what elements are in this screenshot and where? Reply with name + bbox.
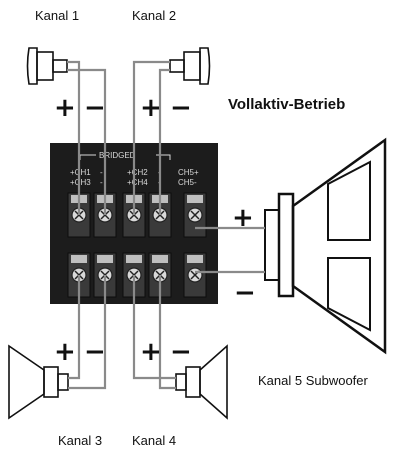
label-kanal2: Kanal 2	[132, 8, 177, 23]
wire-ch1-minus	[67, 68, 107, 215]
plus-ch1: +	[54, 93, 76, 123]
ch5-minus-label: CH5-	[178, 178, 197, 187]
wire-ch3-plus	[68, 275, 81, 380]
minus-ch1: −	[84, 93, 106, 123]
minus-ch4: −	[170, 337, 192, 367]
label-kanal1: Kanal 1	[35, 8, 80, 23]
ch2-plus-label: +CH2	[127, 168, 148, 177]
wire-ch1-plus	[67, 60, 81, 215]
ch1-plus-label: +CH1	[70, 168, 91, 177]
ch3-plus-label: +CH3	[70, 178, 91, 187]
screw-terminal	[183, 252, 207, 298]
wire-ch3-minus	[68, 275, 107, 390]
page-title: Vollaktiv-Betrieb	[228, 96, 346, 113]
speaker-kanal4	[175, 344, 228, 420]
minus-ch2: −	[170, 93, 192, 123]
wire-ch2-plus	[132, 60, 170, 215]
wire-ch2-minus	[158, 68, 170, 215]
ch4-plus-label: +CH4	[127, 178, 148, 187]
speaker-kanal3	[8, 344, 69, 420]
ch3-minus-label: -	[100, 178, 103, 187]
wires	[67, 60, 265, 390]
screw-terminal	[183, 192, 207, 238]
plus-ch4: +	[140, 337, 162, 367]
speaker-kanal2	[169, 47, 211, 85]
speaker-kanal1	[26, 47, 68, 85]
label-kanal4: Kanal 4	[132, 433, 177, 448]
ch5-plus-label: CH5+	[178, 168, 199, 177]
minus-ch3: −	[84, 337, 106, 367]
plus-ch5: +	[232, 203, 254, 233]
plus-ch3: +	[54, 337, 76, 367]
subwoofer-kanal5	[264, 137, 387, 355]
label-kanal3: Kanal 3	[58, 433, 103, 448]
plus-ch2: +	[140, 93, 162, 123]
bridged-label: BRIDGED	[99, 151, 136, 160]
ch1-minus-label: -	[100, 168, 103, 177]
wire-ch4-minus	[158, 275, 176, 390]
label-kanal5: Kanal 5 Subwoofer	[258, 373, 368, 388]
wire-ch4-plus	[132, 275, 176, 380]
minus-ch5: −	[234, 278, 256, 308]
